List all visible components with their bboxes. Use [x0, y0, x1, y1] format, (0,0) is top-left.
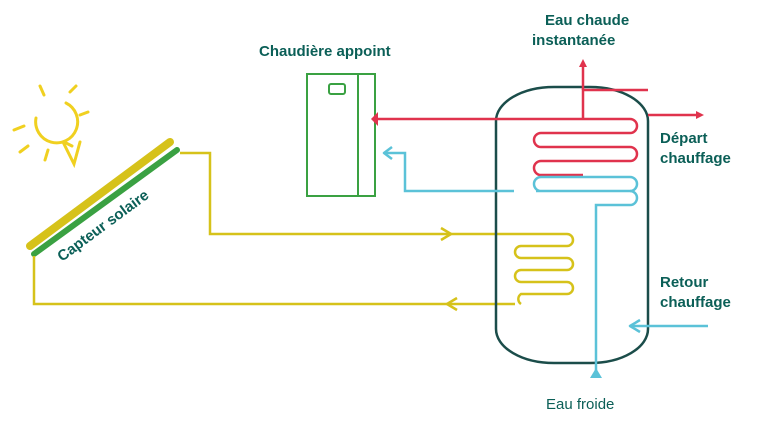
eau-froide-label: Eau froide	[546, 396, 614, 413]
eau-chaude-label-line1: Eau chaude	[545, 12, 629, 29]
depart-label-line1: Départ	[660, 130, 708, 147]
retour-label-line1: Retour	[660, 274, 708, 291]
storage-tank-icon	[494, 85, 650, 365]
hot-water-circuit	[371, 58, 705, 177]
depart-label-line2: chauffage	[660, 150, 731, 167]
boiler-icon	[306, 73, 376, 197]
retour-label-line2: chauffage	[660, 294, 731, 311]
sun-icon	[12, 84, 90, 169]
solar-circuit	[32, 151, 575, 312]
solar-panel-icon	[26, 138, 180, 257]
eau-chaude-label-line2: instantanée	[532, 32, 615, 49]
cold-water-circuit	[382, 146, 708, 378]
chaudiere-label: Chaudière appoint	[259, 43, 391, 60]
